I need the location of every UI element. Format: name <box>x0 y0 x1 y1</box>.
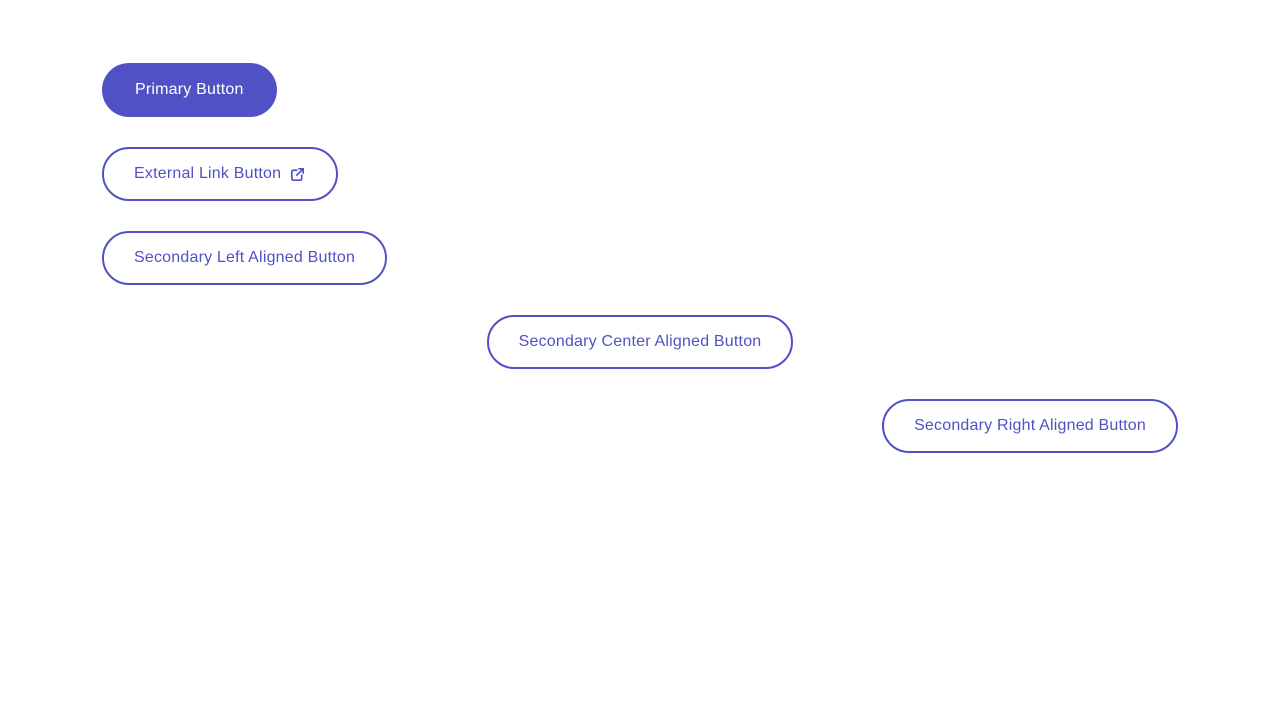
secondary-center-aligned-button[interactable]: Secondary Center Aligned Button <box>486 315 794 369</box>
external-link-button[interactable]: External Link Button <box>102 147 339 201</box>
primary-button-row: Primary Button <box>102 63 1178 117</box>
external-link-button-row: External Link Button <box>102 147 1178 201</box>
secondary-left-aligned-button[interactable]: Secondary Left Aligned Button <box>102 231 388 285</box>
secondary-center-button-row: Secondary Center Aligned Button <box>102 315 1178 369</box>
secondary-left-button-row: Secondary Left Aligned Button <box>102 231 1178 285</box>
secondary-right-aligned-button[interactable]: Secondary Right Aligned Button <box>882 399 1178 453</box>
secondary-right-button-row: Secondary Right Aligned Button <box>102 399 1178 453</box>
external-link-icon <box>289 166 306 183</box>
external-link-button-label: External Link Button <box>134 165 282 182</box>
primary-button[interactable]: Primary Button <box>102 63 277 117</box>
